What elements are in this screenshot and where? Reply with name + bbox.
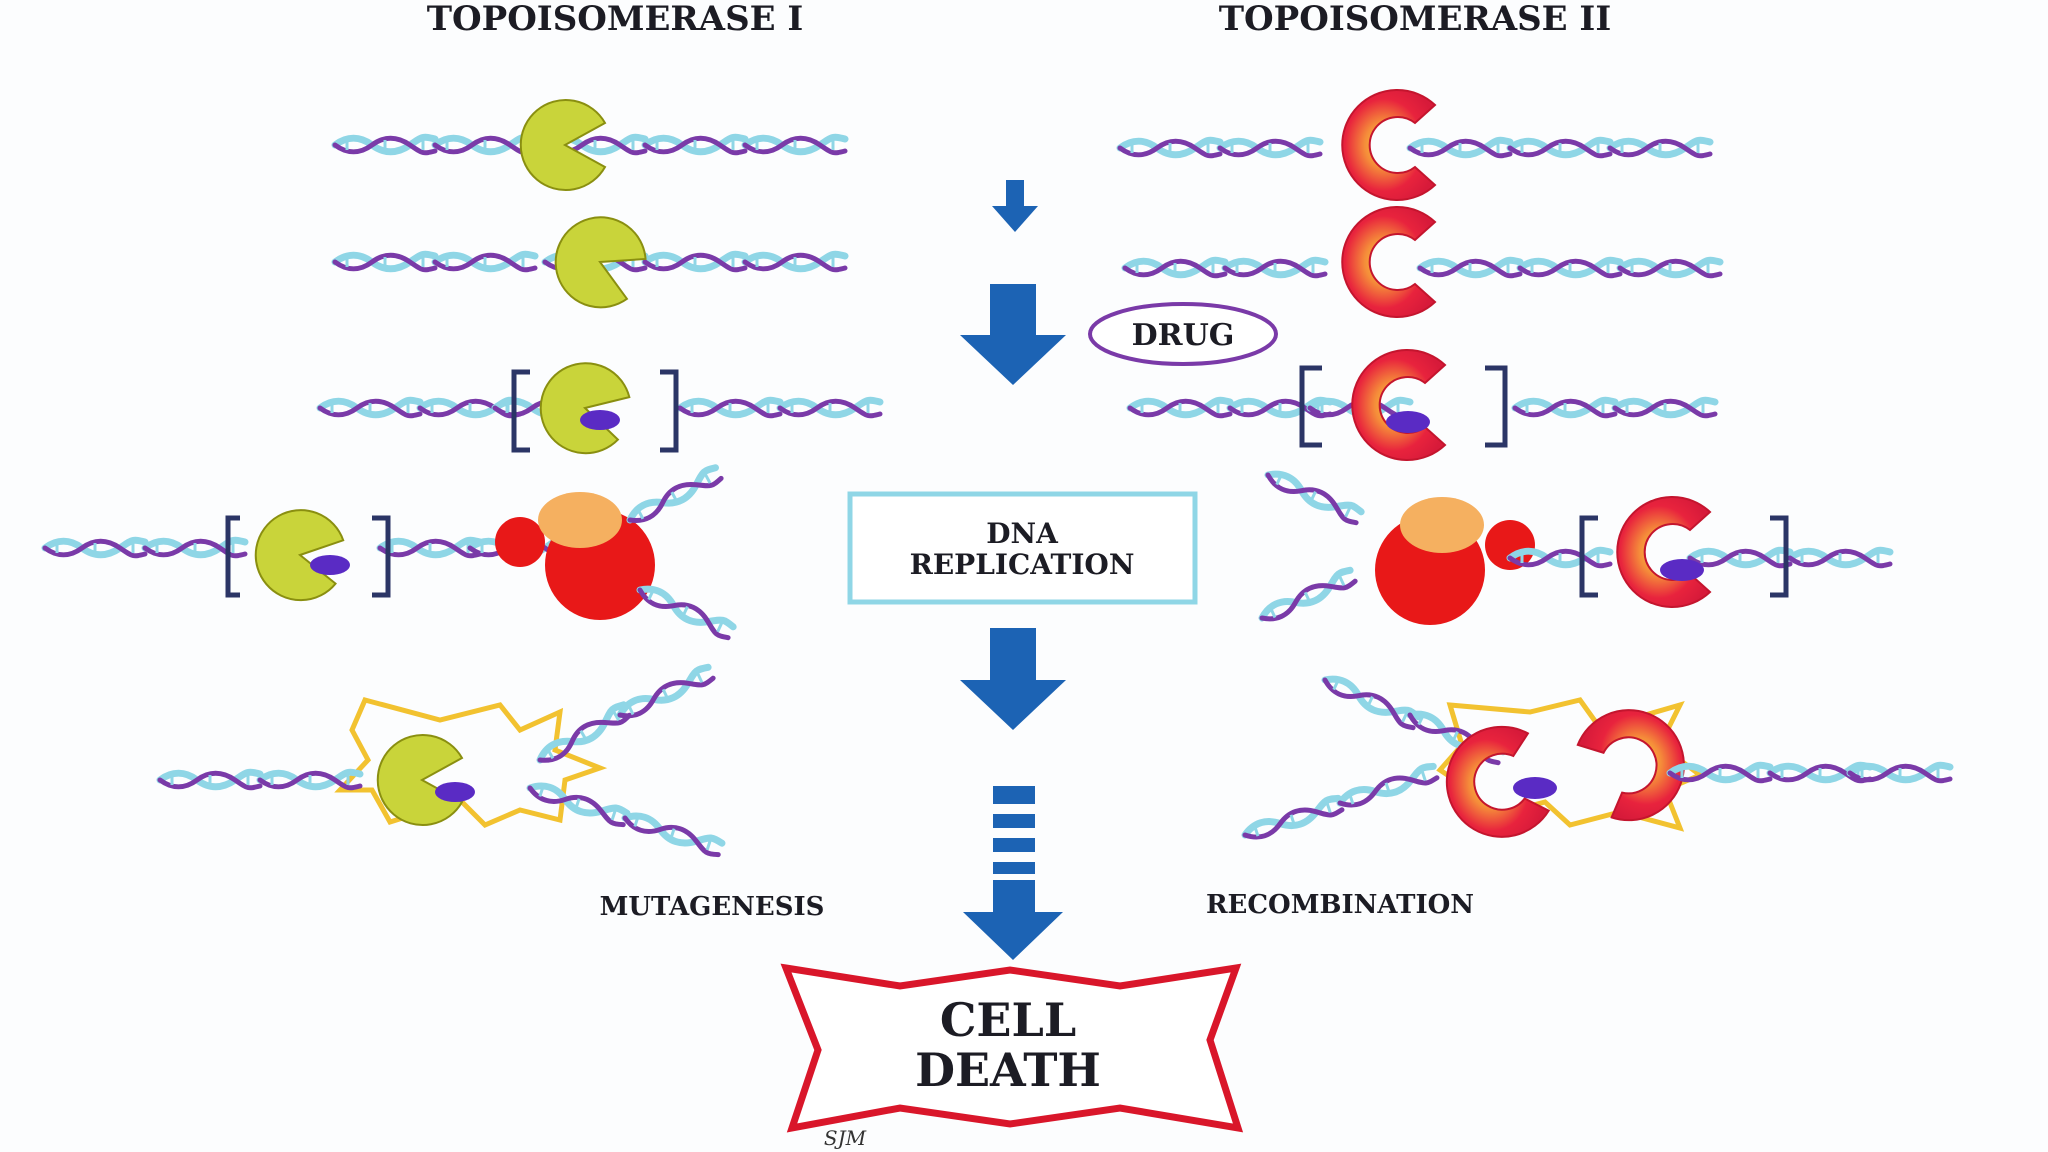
drug-molecule [1386, 411, 1430, 433]
big-arrow-1 [960, 284, 1066, 385]
topoisomerase-1-enzyme [519, 99, 606, 191]
drug-badge: DRUG [1088, 302, 1278, 366]
row1-left-dna [335, 99, 845, 191]
row5-right-break [1243, 673, 1950, 851]
row2-left-dna [335, 201, 845, 321]
dashed-arrow [963, 786, 1063, 960]
big-arrow-2 [960, 628, 1066, 730]
row5-left-break [160, 666, 723, 857]
break-burst-left [334, 697, 608, 828]
row3-right-dna [1130, 349, 1715, 461]
artist-signature: SJM [824, 1126, 867, 1150]
replisome-small [495, 517, 545, 567]
drug-molecule [580, 410, 620, 430]
replisome-orange [538, 492, 622, 548]
small-arrow [992, 180, 1038, 232]
dna-replication-line1: DNA [986, 517, 1059, 550]
title-topoisomerase-2: TOPOISOMERASE II [1219, 0, 1611, 39]
cell-death-line1: CELL [940, 993, 1076, 1047]
dna-replication-box: DNA REPLICATION [847, 491, 1198, 605]
mutagenesis-label: MUTAGENESIS [600, 892, 825, 922]
row4-left-replication [45, 466, 734, 639]
recombination-label: RECOMBINATION [1206, 890, 1474, 920]
row2-right-dna [1125, 206, 1720, 318]
row4-right-replication [1259, 468, 1890, 625]
row1-right-dna [1120, 89, 1710, 201]
cell-death-burst: CELL DEATH [780, 963, 1244, 1133]
dna-replication-line2: REPLICATION [910, 548, 1135, 581]
drug-label: DRUG [1132, 318, 1235, 353]
row3-left-dna [320, 352, 880, 463]
title-topoisomerase-1: TOPOISOMERASE I [427, 0, 804, 39]
cell-death-line2: DEATH [915, 1043, 1101, 1097]
